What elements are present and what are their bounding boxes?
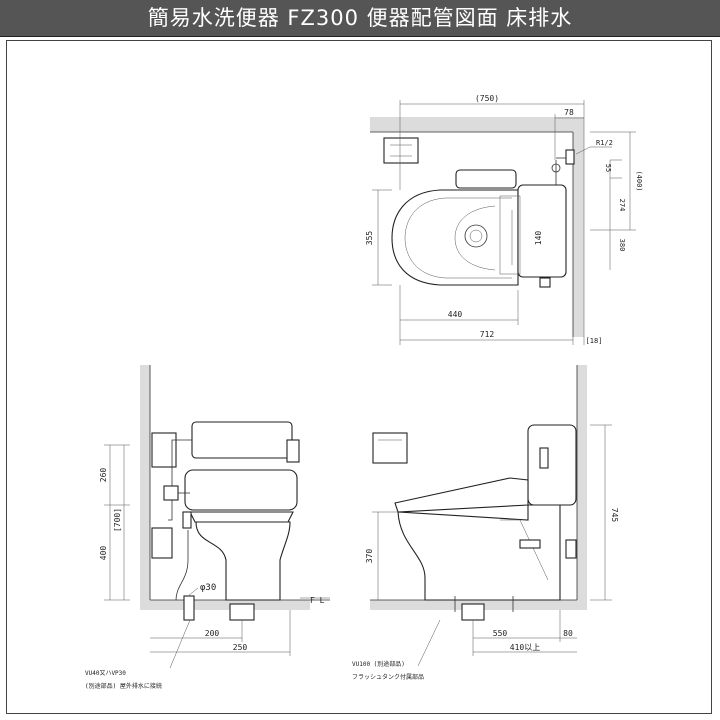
front-view: [104, 365, 330, 669]
plan-dim-750: (750): [475, 94, 499, 103]
side-dim-370: 370: [365, 549, 374, 564]
drawing-frame: [6, 40, 712, 714]
plan-supply-valve: [551, 163, 561, 173]
plan-dim-400: (400): [635, 170, 643, 191]
plan-lid-hinge: [455, 169, 517, 189]
page-title: 簡易水洗便器 FZ300 便器配管図面 床排水: [147, 6, 573, 30]
plan-pipe-label: R1/2: [596, 139, 613, 147]
plan-dim-18: [18]: [586, 337, 603, 345]
front-seat: [184, 469, 298, 511]
side-wall: [577, 365, 587, 610]
plan-dim-380: 380: [618, 239, 626, 252]
side-dim-745: 745: [610, 508, 619, 523]
side-stop-valve: [565, 539, 577, 559]
plan-dim-712: 712: [480, 330, 495, 339]
side-drain-pipe: [461, 603, 485, 621]
front-dim-250: 250: [233, 643, 248, 652]
front-wall: [140, 365, 150, 610]
front-stop-valve: [163, 485, 179, 501]
side-lever: [539, 447, 549, 469]
plan-tank: [517, 184, 567, 278]
front-outer-drain: [183, 595, 195, 621]
plan-wall-top: [370, 117, 584, 132]
side-bowl: [397, 504, 561, 601]
front-floor: [140, 600, 310, 610]
side-paper-holder: [372, 432, 408, 464]
plan-dim-274: 274: [618, 199, 626, 212]
plan-paper-holder: [383, 137, 419, 164]
front-dim-260: 260: [99, 468, 108, 483]
side-seat: [394, 477, 529, 513]
plan-tank-foot: [539, 277, 551, 288]
side-dim-410: 410以上: [510, 643, 540, 652]
title-bar: 簡易水洗便器 FZ300 便器配管図面 床排水: [0, 0, 720, 37]
front-note-line1: VU40又ハVP30: [85, 670, 126, 677]
side-dim-80: 80: [563, 629, 573, 638]
plan-dim-78: 78: [564, 108, 574, 117]
front-pipe-diameter: φ30: [200, 583, 216, 593]
front-tank: [191, 421, 293, 459]
plan-dim-440: 440: [448, 310, 463, 319]
front-lever: [286, 439, 300, 463]
side-note-line1: VU100 (別途部品): [352, 660, 405, 668]
front-dim-400: 400: [99, 546, 108, 561]
plan-wall-right: [573, 117, 584, 337]
plan-drain-hole: [464, 224, 488, 248]
front-dim-700: [700]: [113, 508, 122, 532]
front-drain-pipe: [229, 603, 255, 621]
front-dim-200: 200: [205, 629, 220, 638]
plan-view: [370, 100, 636, 345]
front-bowl-base: [195, 521, 291, 601]
side-tank: [527, 424, 577, 506]
front-floor-label: F L: [310, 596, 325, 605]
side-view: [370, 365, 612, 667]
side-note-line2: フラッシュタンク付属部品: [352, 673, 424, 681]
plan-stop-valve: [565, 149, 575, 165]
front-note-line2: (別途部品) 屋外排水に接続: [85, 682, 162, 690]
plan-dim-140: 140: [534, 231, 543, 246]
plan-dim-355: 355: [365, 231, 374, 246]
plan-dim-55: 55: [604, 164, 612, 172]
front-control-box: [151, 527, 173, 559]
side-dim-550: 550: [493, 629, 508, 638]
